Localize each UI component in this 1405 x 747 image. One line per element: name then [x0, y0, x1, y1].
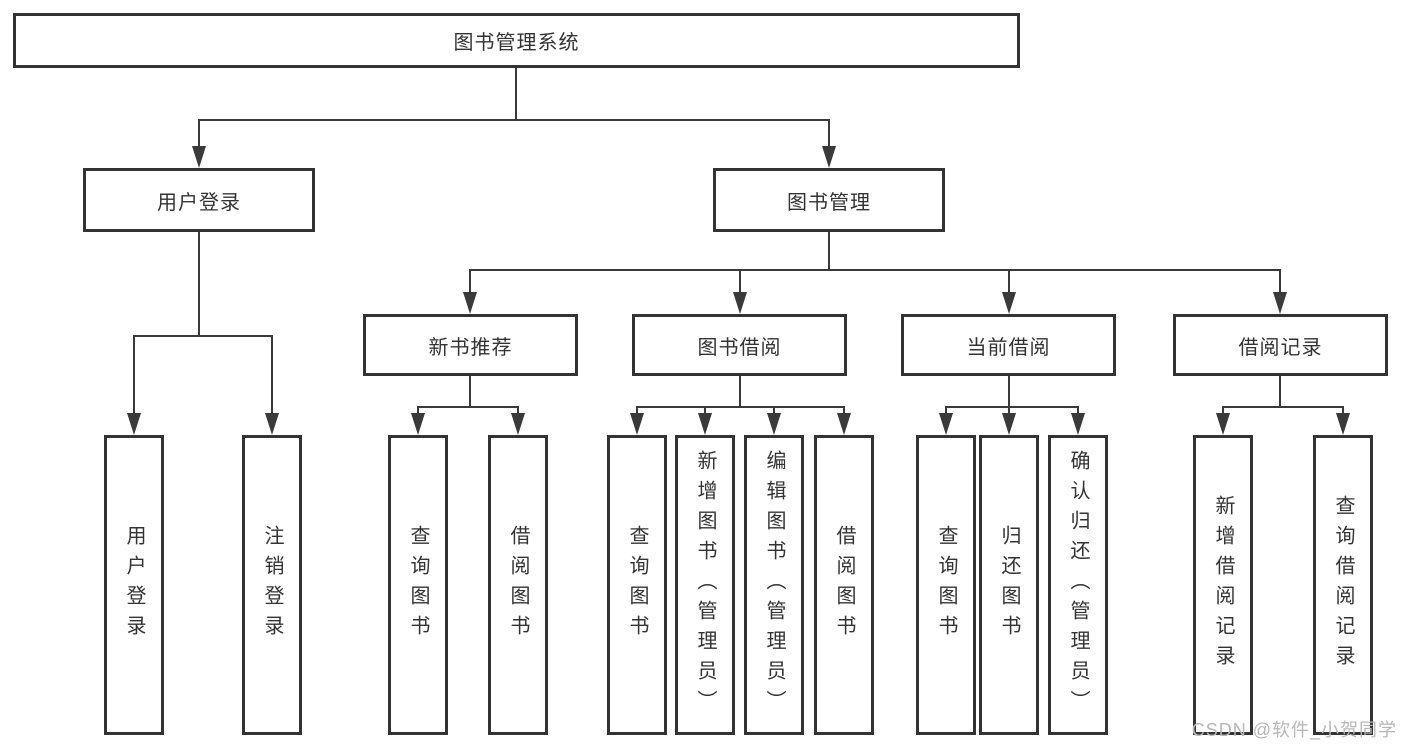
arrow-down-icon [1071, 413, 1085, 435]
connector-vline [739, 376, 741, 408]
connector-vline [1222, 407, 1224, 416]
arrow-down-icon [837, 413, 851, 435]
arrow-down-icon [767, 413, 781, 435]
connector-vline [843, 407, 845, 416]
leaf-borrow-query-books: 查询图书 [607, 435, 667, 735]
leaf-borrow-borrow-books: 借阅图书 [814, 435, 874, 735]
arrow-down-icon [411, 413, 425, 435]
connector-vline [517, 407, 519, 416]
arrow-down-icon [265, 413, 279, 435]
connector-vline [198, 232, 200, 337]
arrow-down-icon [698, 413, 712, 435]
connector-vline [271, 336, 273, 416]
arrow-down-icon [630, 413, 644, 435]
leaf-login-user-login: 用户登录 [104, 435, 164, 735]
connector-vline [469, 376, 471, 408]
arrow-down-icon [192, 146, 206, 168]
connector-hline [198, 119, 830, 121]
leaf-recommend-borrow-books: 借阅图书 [488, 435, 548, 735]
connector-vline [945, 407, 947, 416]
connector-vline [1279, 376, 1281, 408]
leaf-recommend-query-books: 查询图书 [388, 435, 448, 735]
connector-vline [1008, 270, 1010, 295]
arrow-down-icon [1216, 413, 1230, 435]
leaf-records-add-record: 新增借阅记录 [1193, 435, 1253, 735]
arrow-down-icon [1002, 413, 1016, 435]
connector-vline [515, 68, 517, 121]
node-user-login: 用户登录 [83, 168, 315, 232]
leaf-borrow-edit-book-admin: 编辑图书（管理员） [744, 435, 804, 735]
connector-vline [469, 270, 471, 295]
arrow-down-icon [939, 413, 953, 435]
connector-hline [133, 335, 273, 337]
connector-vline [1342, 407, 1344, 416]
connector-vline [417, 407, 419, 416]
connector-hline [636, 406, 845, 408]
node-new-book-recommend: 新书推荐 [363, 314, 578, 376]
connector-vline [133, 336, 135, 416]
connector-vline [828, 120, 830, 150]
node-current-borrow: 当前借阅 [901, 314, 1116, 376]
connector-hline [1222, 406, 1344, 408]
connector-vline [739, 270, 741, 295]
node-library-system: 图书管理系统 [13, 13, 1020, 68]
csdn-watermark: CSDN @软件_小贺同学 [1191, 720, 1397, 740]
connector-hline [417, 406, 519, 408]
connector-hline [469, 269, 1281, 271]
connector-vline [1077, 407, 1079, 416]
arrow-down-icon [733, 292, 747, 314]
leaf-login-logout: 注销登录 [242, 435, 302, 735]
arrow-down-icon [463, 292, 477, 314]
connector-vline [1008, 407, 1010, 416]
arrow-down-icon [511, 413, 525, 435]
leaf-current-query-books: 查询图书 [916, 435, 976, 735]
node-borrow-records: 借阅记录 [1173, 314, 1388, 376]
connector-hline [945, 406, 1079, 408]
arrow-down-icon [1336, 413, 1350, 435]
connector-vline [773, 407, 775, 416]
node-book-management: 图书管理 [713, 168, 945, 232]
leaf-current-return-books: 归还图书 [979, 435, 1039, 735]
connector-vline [828, 232, 830, 271]
connector-vline [1279, 270, 1281, 295]
arrow-down-icon [127, 413, 141, 435]
arrow-down-icon [1002, 292, 1016, 314]
leaf-current-confirm-return-admin: 确认归还（管理员） [1048, 435, 1108, 735]
node-book-borrow: 图书借阅 [632, 314, 847, 376]
connector-vline [1008, 376, 1010, 408]
connector-vline [704, 407, 706, 416]
leaf-records-query-record: 查询借阅记录 [1313, 435, 1373, 735]
leaf-borrow-add-book-admin: 新增图书（管理员） [675, 435, 735, 735]
connector-vline [198, 120, 200, 150]
connector-vline [636, 407, 638, 416]
arrow-down-icon [822, 146, 836, 168]
arrow-down-icon [1273, 292, 1287, 314]
